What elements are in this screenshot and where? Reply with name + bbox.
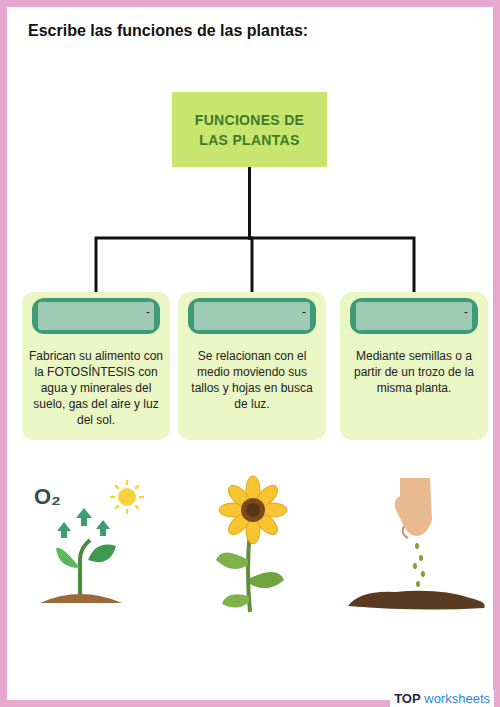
topic-box: FUNCIONES DE LAS PLANTAS (172, 92, 327, 167)
field-marker: - (302, 304, 306, 320)
watermark-text: TOP (394, 691, 421, 706)
function-card: - Mediante semillas o a partir de un troz… (340, 292, 488, 440)
answer-field: - (350, 298, 478, 334)
function-card: - Se relacionan con el medio moviendo sus… (178, 292, 326, 440)
card-text: Se relacionan con el medio moviendo sus … (184, 348, 320, 412)
tree-connector (250, 167, 415, 292)
answer-field: - (188, 298, 316, 334)
function-card: - Fabrican su alimento con la FOTOSÍNTESI… (22, 292, 170, 440)
answer-field: - (32, 298, 160, 334)
answer-field-inner: - (194, 302, 310, 330)
answer-field-inner: - (356, 302, 472, 330)
tree-connector (96, 167, 250, 292)
answer-field-inner: - (38, 302, 154, 330)
watermark-text: worksheets (424, 691, 490, 706)
card-text: Mediante semillas o a partir de un trozo… (346, 348, 482, 396)
card-text: Fabrican su alimento con la FOTOSÍNTESIS… (28, 348, 164, 428)
page-title: Escribe las funciones de las plantas: (28, 22, 308, 40)
field-marker: - (146, 304, 150, 320)
watermark: TOP worksheets (390, 690, 494, 707)
seeding-hand-illustration (348, 478, 485, 610)
field-marker: - (464, 304, 468, 320)
sunflower-illustration (216, 476, 287, 612)
topic-text: FUNCIONES DE LAS PLANTAS (180, 110, 319, 150)
oxygen-label: O₂ (34, 484, 61, 510)
